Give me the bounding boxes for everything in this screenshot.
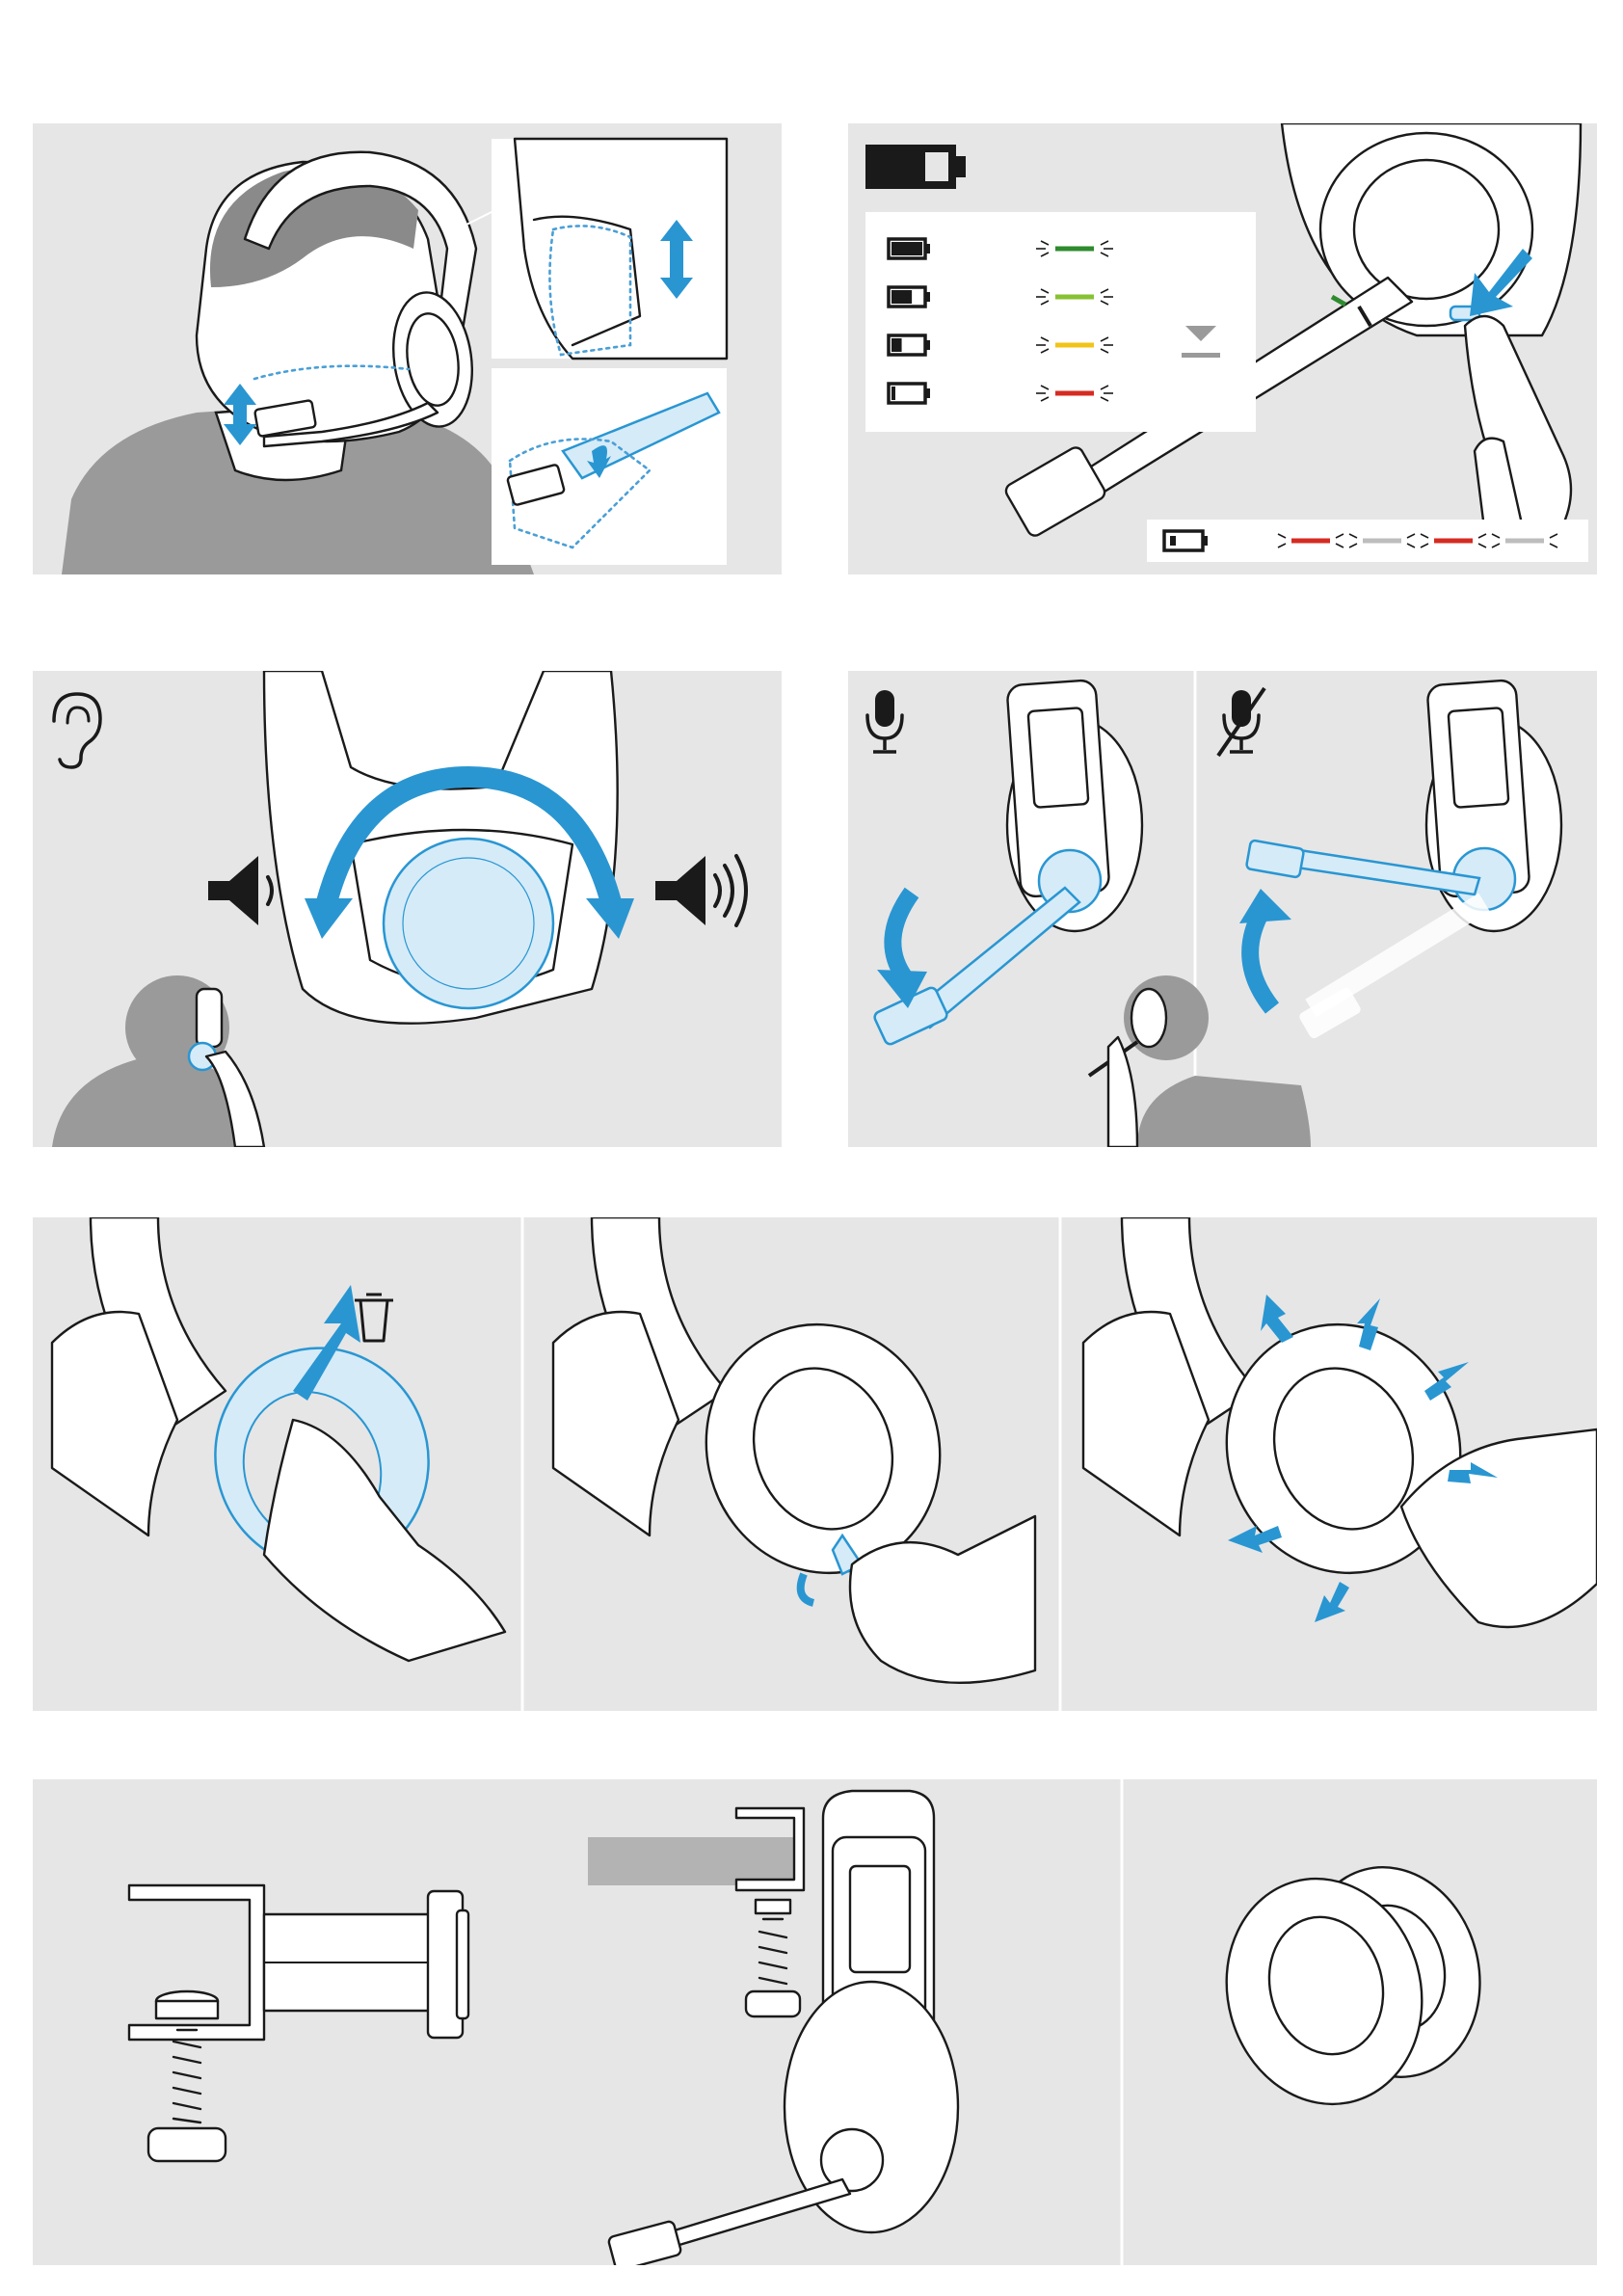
- earpad-replacement-illustration: [33, 1217, 1597, 1711]
- battery-high-icon: [889, 287, 930, 307]
- status-led: [1332, 297, 1345, 305]
- fit-adjustment-illustration: [33, 123, 782, 574]
- desk-edge: [588, 1837, 802, 1885]
- battery-icon: [865, 145, 966, 189]
- panel-volume-control: [33, 671, 782, 1147]
- step-press-earpad: [1083, 1217, 1597, 1627]
- volume-illustration: [33, 671, 782, 1147]
- panel-mic-mute: [848, 671, 1597, 1147]
- mic-tip: [1003, 445, 1107, 539]
- trash-icon: [355, 1295, 393, 1341]
- battery-status-illustration: [848, 123, 1597, 574]
- headset-holder-clamp: [129, 1885, 468, 2161]
- spare-earpads: [1202, 1847, 1503, 2125]
- speaker-low-icon: [208, 856, 272, 925]
- zoom-inset-boom: [492, 368, 727, 565]
- speaker-high-icon: [655, 856, 746, 925]
- step-attach-earpad: [553, 1217, 1035, 1683]
- holder-with-headset: [588, 1791, 958, 2265]
- ear-icon: [54, 694, 100, 767]
- microphone-icon: [867, 690, 902, 752]
- accessories-illustration: [33, 1779, 1597, 2265]
- panel-battery-status: [848, 123, 1597, 574]
- person-small-a: [1137, 1076, 1311, 1147]
- step-remove-earpad: [52, 1217, 505, 1661]
- lower-mic-arrow: [892, 893, 912, 979]
- panel-fit-adjustment: [33, 123, 782, 574]
- panel-earpad-replacement: [33, 1217, 1597, 1711]
- battery-full-icon: [889, 239, 930, 258]
- fold-lip-arrow: [801, 1574, 813, 1603]
- panel-accessories: [33, 1779, 1597, 2265]
- mic-mute-illustration: [848, 671, 1597, 1147]
- microphone-muted-icon: [1218, 688, 1264, 756]
- raise-mic-arrow: [1250, 910, 1272, 1008]
